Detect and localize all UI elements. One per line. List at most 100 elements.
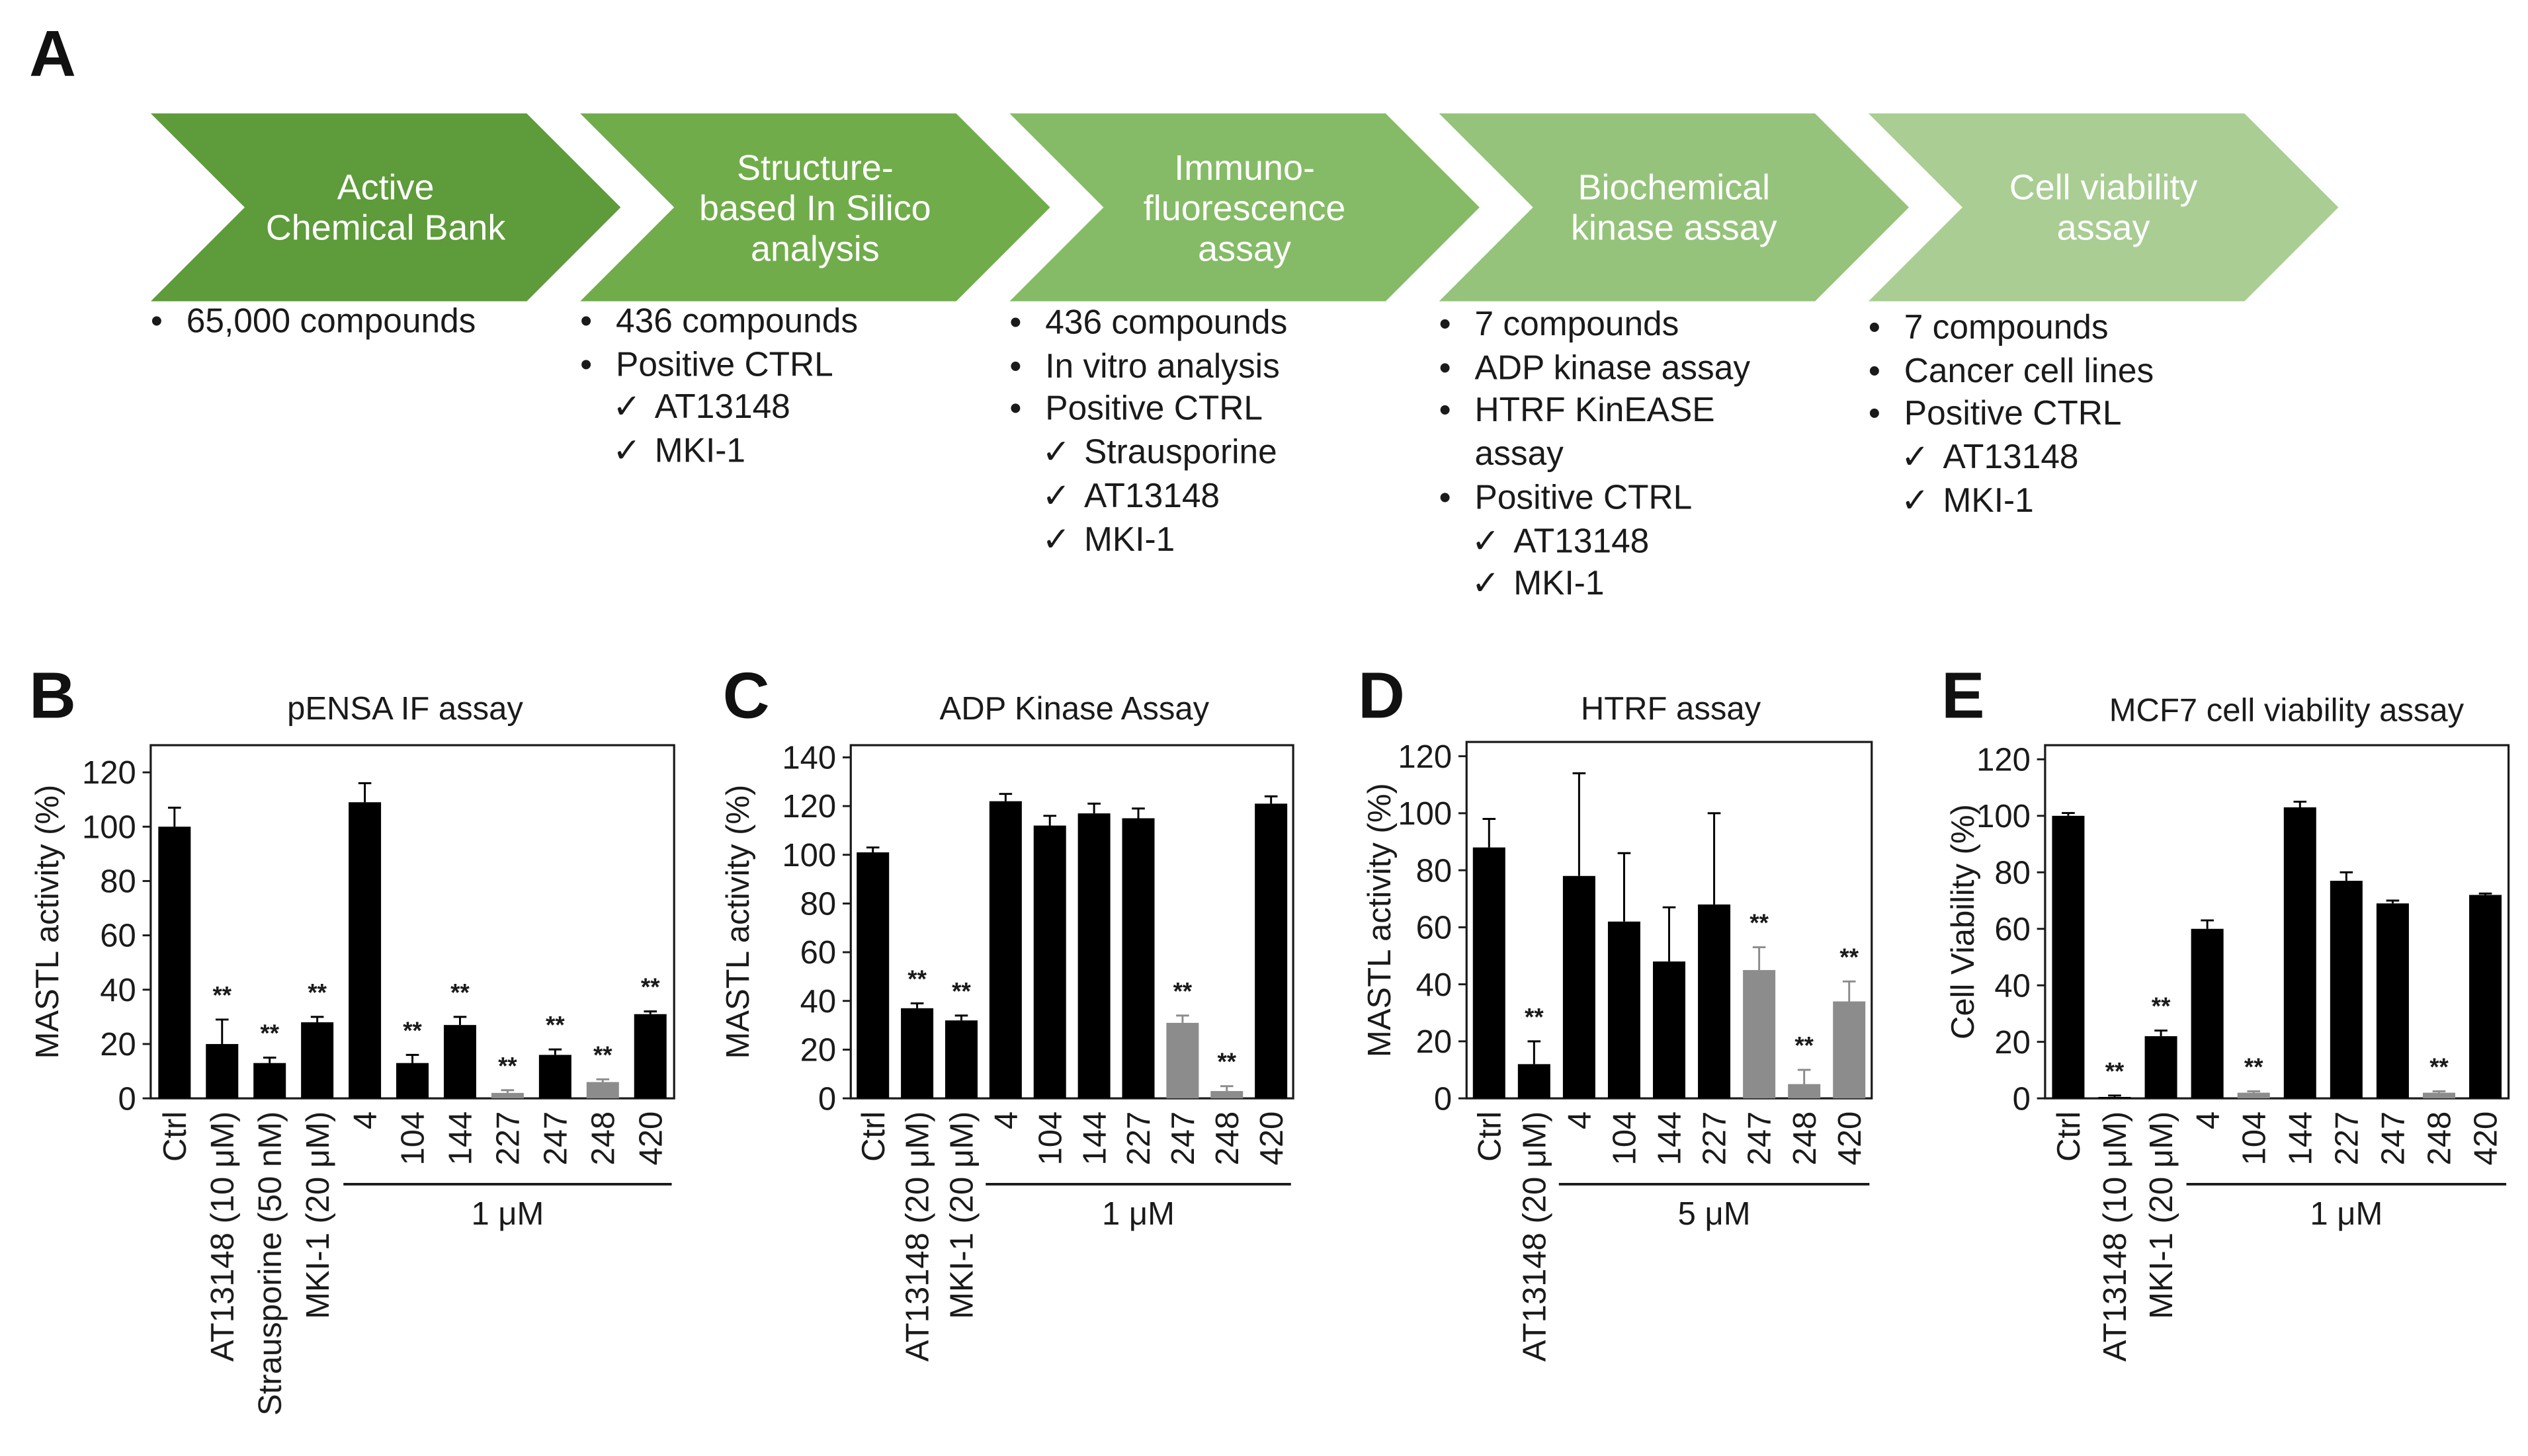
y-tick-label: 80	[800, 887, 837, 922]
y-tick-label: 40	[800, 984, 837, 1020]
workflow-detail-item: •436 compounds	[580, 302, 858, 344]
x-tick-label: 420	[2468, 1112, 2504, 1166]
significance-marker: **	[1749, 909, 1769, 936]
y-tick-label: 40	[1994, 968, 2031, 1004]
workflow-detail-item: • In vitro analysis	[1009, 346, 1287, 389]
workflow-step-details: •7 compounds•ADP kinase assay•HTRF KinEA…	[1439, 305, 1750, 608]
check-icon: ✓	[1042, 434, 1071, 472]
y-tick-label: 100	[1976, 799, 2031, 834]
bar	[301, 1022, 334, 1099]
workflow-chevron-shape	[150, 113, 621, 302]
chart-title: pENSA IF assay	[287, 691, 523, 727]
bar	[538, 1055, 571, 1099]
bar	[2144, 1036, 2177, 1099]
significance-marker: **	[2152, 992, 2171, 1020]
workflow-step-label: Immuno- fluorescence assay	[1143, 146, 1346, 268]
workflow-detail-text: Positive CTRL	[1474, 479, 1693, 517]
bullet-marker: •	[1009, 391, 1022, 428]
workflow-step-details: •436 compounds•In vitro analysis•Positiv…	[1009, 303, 1287, 563]
x-tick-label: 227	[2330, 1112, 2365, 1166]
workflow-detail-item: • Positive CTRL	[1439, 477, 1750, 520]
x-tick-label: 104	[396, 1112, 431, 1166]
workflow-step-label: Biochemical kinase assay	[1571, 167, 1777, 248]
y-tick-label: 60	[1416, 910, 1453, 946]
workflow-detail-text: 436 compounds	[616, 303, 859, 341]
y-tick-label: 80	[1994, 855, 2031, 891]
y-tick-label: 80	[1416, 853, 1453, 889]
bullet-marker: •	[1439, 306, 1451, 344]
bar	[634, 1014, 667, 1099]
x-tick-label: Ctrl	[157, 1112, 193, 1162]
y-axis-label: MASTL activity (%)	[30, 785, 65, 1059]
x-tick-label: MKI-1 (20 μM)	[2144, 1112, 2179, 1319]
significance-marker: **	[1794, 1031, 1814, 1059]
significance-marker: **	[952, 977, 971, 1004]
significance-marker: **	[212, 981, 232, 1008]
bar	[1698, 904, 1731, 1099]
workflow-detail-text: Positive CTRL	[1904, 395, 2122, 434]
x-tick-label: AT13148 (20 μM)	[900, 1112, 936, 1362]
bar	[1788, 1084, 1821, 1099]
bar	[2469, 895, 2502, 1099]
workflow-detail-item: •65,000 compounds	[151, 302, 476, 344]
bar	[2283, 807, 2316, 1099]
check-icon: ✓	[612, 432, 642, 470]
x-tick-label: Ctrl	[856, 1112, 892, 1162]
x-tick-label: 104	[2236, 1112, 2272, 1166]
y-tick-label: 140	[782, 741, 836, 776]
workflow-detail-text: In vitro analysis	[1045, 348, 1280, 385]
significance-marker: **	[308, 979, 327, 1006]
workflow-chevron-shape	[1009, 113, 1480, 302]
x-tick-label: Ctrl	[1472, 1112, 1507, 1162]
significance-marker: **	[498, 1052, 517, 1079]
check-icon: ✓	[1471, 565, 1500, 603]
workflow-detail-item: ✓ MKI-1	[580, 431, 858, 474]
significance-marker: **	[1839, 944, 1859, 971]
workflow-detail-item: •ADP kinase assay	[1439, 348, 1750, 391]
bar	[1607, 921, 1640, 1099]
bar	[2052, 815, 2085, 1099]
workflow-detail-item: ✓AT13148	[580, 388, 858, 431]
bar	[901, 1008, 934, 1099]
panel-label-d: D	[1358, 661, 1405, 733]
x-tick-label: 4	[348, 1112, 384, 1129]
bullet-marker: •	[1868, 395, 1880, 434]
bar	[989, 801, 1022, 1099]
bar	[1255, 803, 1288, 1099]
panel-label-a: A	[29, 19, 76, 91]
workflow-detail-text: assay	[1474, 436, 1564, 473]
y-tick-label: 40	[1416, 967, 1453, 1003]
bar	[945, 1020, 978, 1099]
bullet-marker: •	[1009, 348, 1022, 385]
x-tick-label: 4	[2190, 1112, 2226, 1129]
workflow-step-5: Cell viability assay	[1868, 113, 2339, 302]
workflow-step-details: •436 compounds•Positive CTRL✓AT13148✓MKI…	[580, 302, 858, 475]
x-tick-label: 420	[633, 1112, 669, 1166]
y-tick-label: 100	[82, 809, 136, 845]
significance-marker: **	[1525, 1003, 1544, 1030]
workflow-detail-text: MKI-1	[1943, 482, 2034, 520]
y-tick-label: 100	[1398, 796, 1452, 832]
y-tick-label: 120	[1976, 743, 2031, 778]
significance-marker: **	[907, 965, 927, 992]
x-tick-label: Ctrl	[2051, 1112, 2087, 1162]
workflow-step-label: Active Chemical Bank	[265, 167, 506, 248]
chart-title: HTRF assay	[1581, 691, 1761, 727]
y-tick-label: 40	[100, 973, 136, 1008]
workflow-detail-item: ✓MKI-1	[1869, 481, 2154, 524]
x-tick-label: 144	[1077, 1112, 1113, 1166]
x-tick-label: AT13148 (10 μM)	[205, 1112, 241, 1362]
workflow-chevron-shape	[580, 113, 1050, 302]
x-tick-label: 248	[1210, 1112, 1245, 1166]
significance-marker: **	[2244, 1053, 2263, 1080]
workflow-detail-item: ✓AT13148	[1439, 521, 1750, 564]
workflow-detail-text: AT13148	[654, 389, 790, 427]
workflow-step-label: Cell viability assay	[2009, 167, 2198, 248]
workflow-step-details: •7 compounds•Cancer cell lines•Positive …	[1869, 308, 2154, 524]
workflow-detail-text: MKI-1	[654, 432, 746, 470]
y-tick-label: 120	[782, 789, 836, 825]
bar	[443, 1025, 476, 1099]
x-tick-label: MKI-1 (20 μM)	[945, 1112, 980, 1319]
bullet-marker: •	[1439, 479, 1451, 517]
